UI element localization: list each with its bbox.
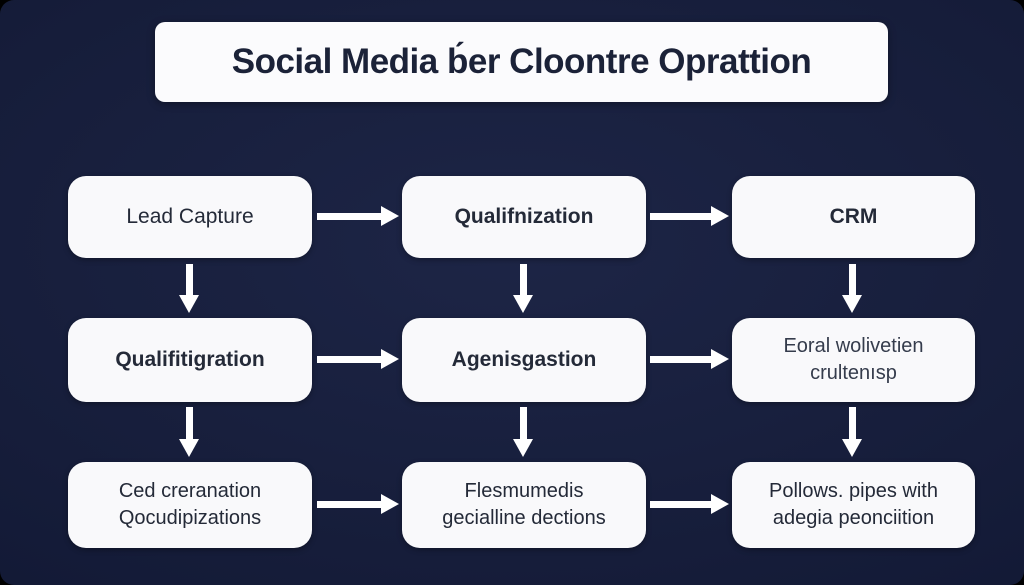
arrow-right-icon: [317, 494, 399, 514]
node-label: Ced creranation Qocudipizations: [118, 480, 262, 529]
node-label: Eoral wolivetien crultenısp: [783, 335, 924, 384]
arrow-right-icon: [650, 494, 729, 514]
node-label: Lead Capture: [126, 204, 254, 228]
node-qualifitigration: Qualifitigration: [68, 318, 312, 402]
arrow-down-icon: [513, 264, 533, 313]
arrow-right-icon: [650, 206, 729, 226]
page-title: Social Media b́er Cloontre Oprattion: [231, 42, 812, 81]
node-agenisgastion: Agenisgastion: [402, 318, 646, 402]
node-label: Agenisgastion: [451, 347, 597, 371]
arrow-down-icon: [842, 264, 862, 313]
node-crm: CRM: [732, 176, 975, 258]
node-label: CRM: [829, 204, 878, 228]
arrow-right-icon: [317, 206, 399, 226]
node-qualifnization: Qualifnization: [402, 176, 646, 258]
node-label: Qualifitigration: [115, 347, 265, 371]
node-flesmumedis: Flesmumedis gecialline dections: [402, 462, 646, 548]
node-ced-creranation: Ced creranation Qocudipizations: [68, 462, 312, 548]
arrow-down-icon: [842, 407, 862, 457]
node-label: Qualifnization: [454, 204, 594, 228]
node-eoral-wolivetien: Eoral wolivetien crultenısp: [732, 318, 975, 402]
node-label: Pollows. pipes with adegia peonciition: [769, 480, 938, 529]
arrow-right-icon: [650, 349, 729, 369]
arrow-right-icon: [317, 349, 399, 369]
arrow-down-icon: [179, 407, 199, 457]
node-pollows-pipes: Pollows. pipes with adegia peonciition: [732, 462, 975, 548]
title-box: Social Media b́er Cloontre Oprattion: [155, 22, 888, 102]
arrow-down-icon: [513, 407, 533, 457]
node-lead-capture: Lead Capture: [68, 176, 312, 258]
arrow-down-icon: [179, 264, 199, 313]
node-label: Flesmumedis gecialline dections: [442, 480, 606, 529]
